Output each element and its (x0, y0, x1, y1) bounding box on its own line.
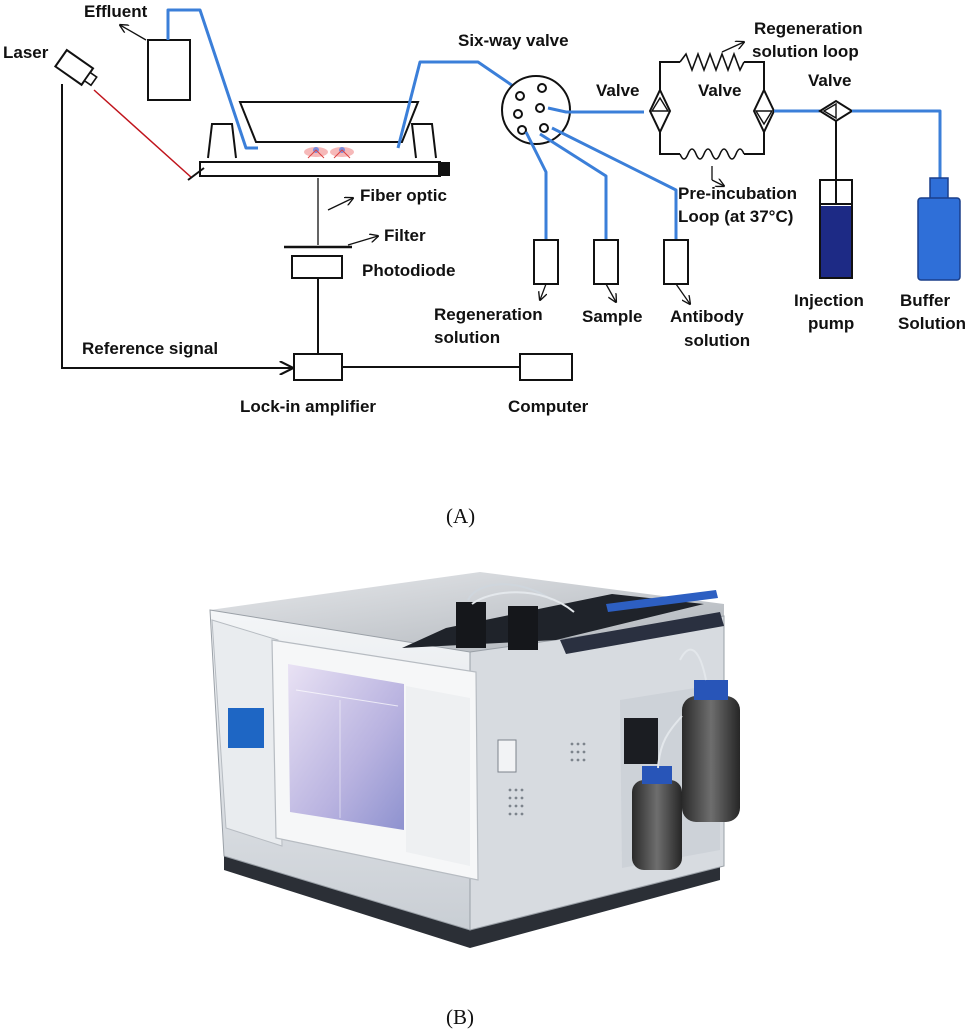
fiber-optic-label: Fiber optic (360, 186, 447, 205)
sample-arrow (605, 283, 616, 302)
vent-grille-right (570, 742, 586, 762)
effluent-label: Effluent (84, 2, 148, 21)
optical-fiber-slide (199, 161, 441, 177)
filter-arrow (347, 236, 378, 246)
regeneration-solution-arrow (540, 283, 546, 300)
tubing-sample (539, 132, 608, 240)
regeneration-loop-arrow (721, 42, 744, 53)
side-pump (624, 718, 658, 764)
side-label-plate (497, 739, 517, 773)
schematic-panel-a: Effluent Laser Fiber optic (3, 2, 966, 416)
pre-incubation-arrow (711, 180, 724, 186)
instrument-photo-panel-b (209, 572, 740, 948)
sample-reservoir (593, 239, 619, 285)
instrument-screen (288, 664, 404, 830)
six-way-valve-label: Six-way valve (458, 31, 569, 50)
fluorescence-spots (304, 147, 354, 159)
regeneration-solution-reservoir (533, 239, 559, 285)
pump-head-right (508, 606, 538, 650)
laser-beam (93, 89, 193, 179)
injection-pump-label-line1: Injection (794, 291, 864, 310)
slide-end-cap (438, 162, 450, 176)
tubing-effluent (166, 8, 258, 150)
caption-a: (A) (446, 504, 475, 528)
top-tubing (467, 583, 553, 601)
tubing-regeneration (524, 131, 548, 240)
antibody-solution-arrow (675, 283, 690, 304)
instrument-top-rail (560, 612, 724, 654)
manifold-bottom-left (659, 132, 680, 155)
computer-label: Computer (508, 397, 589, 416)
buffer-solution-label-line2: Solution (898, 314, 966, 333)
valve-right-label: Valve (698, 81, 742, 100)
vent-grille-left (508, 788, 524, 816)
reagent-bottle-large (682, 680, 740, 822)
buffer-solution-label-line1: Buffer (900, 291, 950, 310)
holder-left (207, 123, 237, 159)
computer-box (519, 353, 573, 381)
tubing-antibody (551, 126, 678, 240)
manifold-bottom-right (744, 132, 765, 155)
injection-pump-label-line2: pump (808, 314, 854, 333)
valve-left-label: Valve (596, 81, 640, 100)
laser-label: Laser (3, 43, 49, 62)
effluent-reservoir (147, 39, 191, 101)
injection-pump-syringe (819, 179, 853, 279)
instrument-status-panel (228, 708, 264, 748)
tubing-cell-to-valve (396, 60, 517, 149)
antibody-solution-reservoir (663, 239, 689, 285)
slide-bevel (187, 167, 205, 181)
regeneration-loop-label-line2: solution loop (752, 42, 859, 61)
pre-incubation-loop-coil (679, 148, 745, 160)
tubing-buffer (852, 109, 942, 178)
sample-label: Sample (582, 307, 642, 326)
photodiode-label: Photodiode (362, 261, 455, 280)
tubing-valve-to-manifold (547, 106, 644, 114)
fiber-optic-arrow (327, 198, 353, 211)
valve-pump-label: Valve (808, 71, 852, 90)
reagent-bottle-small (632, 766, 682, 870)
regeneration-solution-label-line2: solution (434, 328, 500, 347)
valve-left-icon (648, 87, 672, 135)
antibody-solution-label-line1: Antibody (670, 307, 744, 326)
regeneration-loop-label-line1: Regeneration (754, 19, 863, 38)
top-tubing-2 (471, 591, 575, 613)
manifold-top-right (744, 61, 765, 90)
caption-b: (B) (446, 1005, 474, 1029)
filter-label: Filter (384, 226, 426, 245)
antibody-solution-label-line2: solution (684, 331, 750, 350)
reference-signal-label: Reference signal (82, 339, 218, 358)
flow-cell (238, 101, 420, 143)
screen-side-panel (406, 686, 470, 866)
holder-right (410, 123, 437, 159)
regeneration-solution-label-line1: Regeneration (434, 305, 543, 324)
buffer-bottle (917, 177, 961, 281)
instrument-blue-strip (606, 590, 718, 612)
reference-signal-wire (61, 84, 292, 368)
lock-in-amplifier-label: Lock-in amplifier (240, 397, 376, 416)
effluent-pointer-arrow (120, 25, 147, 41)
regeneration-solution-loop-coil (679, 51, 745, 73)
manifold-top-left (659, 61, 680, 90)
valve-pump-icon (818, 99, 854, 123)
photodiode-box (291, 255, 343, 279)
pre-incubation-label-line1: Pre-incubation (678, 184, 797, 203)
pump-head-left (456, 602, 486, 648)
laser-icon (53, 48, 98, 87)
pre-incubation-label-line2: Loop (at 37°C) (678, 207, 793, 226)
valve-right-icon (752, 87, 776, 135)
lock-in-amplifier-box (293, 353, 343, 381)
